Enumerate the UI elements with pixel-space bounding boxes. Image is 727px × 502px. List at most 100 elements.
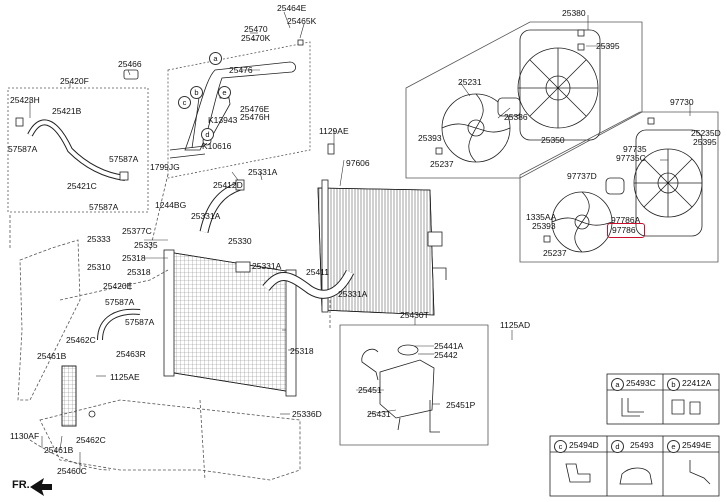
legend-callout-e: e [667, 440, 680, 453]
part-label-25461B-b: 25461B [44, 445, 74, 455]
legend-callout-a: a [611, 378, 624, 391]
part-label-25470K: 25470K [241, 33, 271, 43]
part-label-1799JG: 1799JG [150, 162, 180, 172]
part-label-97730: 97730 [670, 97, 694, 107]
legend-label-25493C: 25493C [626, 378, 656, 388]
part-label-25470: 25470 [244, 24, 268, 34]
part-label-97606: 97606 [346, 158, 370, 168]
part-label-25331A-d: 25331A [338, 289, 368, 299]
part-label-25463R: 25463R [116, 349, 146, 359]
part-label-57587A-e: 57587A [125, 317, 155, 327]
legend-label-25493: 25493 [630, 440, 654, 450]
part-label-25335: 25335 [134, 240, 158, 250]
part-legend-table [549, 373, 720, 497]
part-label-25318-a: 25318 [122, 253, 146, 263]
part-label-97786-highlighted: 97786 [612, 225, 636, 235]
part-label-25377C: 25377C [122, 226, 152, 236]
part-label-1129AE: 1129AE [319, 126, 349, 136]
part-label-25460C: 25460C [57, 466, 87, 476]
legend-label-22412A: 22412A [682, 378, 712, 388]
part-label-25331A-b: 25331A [191, 211, 221, 221]
part-label-25395-a: 25395 [596, 41, 620, 51]
part-label-25331A-c: 25331A [252, 261, 282, 271]
part-label-25231: 25231 [458, 77, 482, 87]
reservoir-box [339, 324, 489, 446]
legend-callout-d: d [611, 440, 624, 453]
legend-label-25494E: 25494E [682, 440, 712, 450]
part-label-25318-c: 25318 [290, 346, 314, 356]
part-label-25310: 25310 [87, 262, 111, 272]
part-label-K13943: K13943 [208, 115, 238, 125]
part-label-25336D: 25336D [292, 409, 322, 419]
hose-kit-group [167, 39, 311, 179]
radiator [163, 249, 297, 397]
part-label-97735C: 97735C [616, 153, 646, 163]
leader-lines [29, 11, 691, 472]
part-label-1244BG: 1244BG [155, 200, 187, 210]
part-label-1335AA: 1335AA [526, 212, 557, 222]
part-label-25442: 25442 [434, 350, 458, 360]
oil-cooler-hose [97, 308, 141, 341]
part-label-25462C-a: 25462C [66, 335, 96, 345]
fan-assembly-box-1 [405, 21, 643, 179]
part-label-25423H: 25423H [10, 95, 40, 105]
highlighted-part-box [607, 223, 645, 238]
part-label-57587A-c: 57587A [89, 202, 119, 212]
part-label-57587A-a: 57587A [8, 144, 38, 154]
part-label-25421B: 25421B [52, 106, 82, 116]
part-label-25441A: 25441A [434, 341, 464, 351]
part-label-25235D: 25235D [691, 128, 721, 138]
part-label-25350: 25350 [541, 135, 565, 145]
part-label-1130AF: 1130AF [10, 431, 40, 441]
part-label-25393-a: 25393 [418, 133, 442, 143]
part-label-25421C: 25421C [67, 181, 97, 191]
part-label-25420F: 25420F [60, 76, 89, 86]
part-label-25318-b: 25318 [127, 267, 151, 277]
part-label-25395-b: 25395 [693, 137, 717, 147]
lower-hose [262, 269, 355, 299]
part-label-25380: 25380 [562, 8, 586, 18]
part-label-1125AD: 1125AD [500, 320, 531, 330]
part-label-25461B-a: 25461B [37, 351, 67, 361]
part-label-25430T: 25430T [400, 310, 429, 320]
oil-cooler [61, 365, 96, 427]
part-label-25393-b: 25393 [532, 221, 556, 231]
part-label-97735: 97735 [623, 144, 647, 154]
part-label-K10616: K10616 [202, 141, 232, 151]
part-label-25476H: 25476H [240, 112, 270, 122]
callout-a: a [209, 52, 222, 65]
legend-label-25494D: 25494D [569, 440, 599, 450]
part-label-25476: 25476 [229, 65, 253, 75]
callout-b: b [190, 86, 203, 99]
part-label-25386: 25386 [504, 112, 528, 122]
part-label-25420E: 25420E [103, 281, 133, 291]
part-label-25466: 25466 [118, 59, 142, 69]
clamp-kit-group [7, 69, 149, 213]
part-label-25476E: 25476E [240, 104, 270, 114]
part-label-1125AE: 1125AE [110, 372, 140, 382]
part-label-57587A-d: 57587A [105, 297, 135, 307]
part-label-25451P: 25451P [446, 400, 476, 410]
part-label-25431: 25431 [367, 409, 391, 419]
part-label-25237-a: 25237 [430, 159, 454, 169]
part-label-25330: 25330 [228, 236, 252, 246]
part-label-97786A: 97786A [611, 215, 641, 225]
callout-c: c [178, 96, 191, 109]
part-label-25412D: 25412D [213, 180, 243, 190]
part-label-25451: 25451 [358, 385, 382, 395]
part-label-97737D: 97737D [567, 171, 597, 181]
part-label-25333: 25333 [87, 234, 111, 244]
part-label-25465K: 25465K [287, 16, 317, 26]
part-label-25462C-b: 25462C [76, 435, 106, 445]
front-direction-arrow [30, 478, 52, 496]
legend-callout-c: c [554, 440, 567, 453]
callout-d: d [201, 128, 214, 141]
callout-e: e [218, 86, 231, 99]
part-label-25331A-a: 25331A [248, 167, 278, 177]
part-label-25237-b: 25237 [543, 248, 567, 258]
fan-assembly-box-2 [519, 111, 719, 263]
legend-callout-b: b [667, 378, 680, 391]
part-label-25411: 25411 [306, 267, 330, 277]
upper-hose [199, 179, 245, 234]
